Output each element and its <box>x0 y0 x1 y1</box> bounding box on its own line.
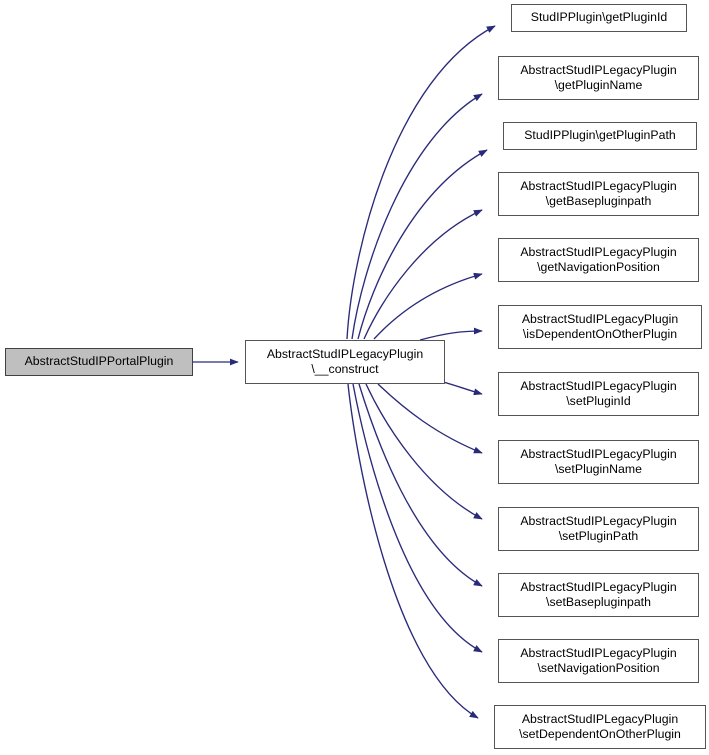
node-label-line: StudIPPlugin\getPluginPath <box>524 128 676 143</box>
node-label-line: AbstractStudIPLegacyPlugin <box>520 446 677 461</box>
node-setNavigationPosition[interactable]: AbstractStudIPLegacyPlugin\setNavigation… <box>498 639 699 683</box>
node-label-line: AbstractStudIPPortalPlugin <box>24 354 174 369</box>
node-getBasepluginpath[interactable]: AbstractStudIPLegacyPlugin\getBaseplugin… <box>498 172 699 216</box>
node-isDependentOnOtherPlugin[interactable]: AbstractStudIPLegacyPlugin\isDependentOn… <box>498 305 702 349</box>
node-label-line-2: \__construct <box>311 362 379 376</box>
edge-center-to-getBasepluginpath <box>363 209 483 340</box>
node-setPluginName[interactable]: AbstractStudIPLegacyPlugin\setPluginName <box>498 440 699 484</box>
node-label-line: AbstractStudIPLegacyPlugin <box>520 244 677 259</box>
node-label-line: StudIPPlugin\getPluginId <box>530 10 668 25</box>
edge-center-to-getNavigationPosition <box>373 272 483 340</box>
node-setPluginId[interactable]: AbstractStudIPLegacyPlugin\setPluginId <box>498 372 699 416</box>
node-label-line: AbstractStudIPLegacyPlugin <box>520 378 677 393</box>
node-label-line: AbstractStudIPLegacyPlugin <box>520 579 677 594</box>
node-label-line: \isDependentOnOtherPlugin <box>522 327 678 341</box>
edge-center-to-setNavigationPosition <box>352 383 483 653</box>
node-setBasepluginpath[interactable]: AbstractStudIPLegacyPlugin\setBaseplugin… <box>498 573 699 617</box>
edge-center-to-isDependentOnOtherPlugin <box>419 327 483 341</box>
node-label-line: \getNavigationPosition <box>537 260 660 274</box>
node-label-line-1: AbstractStudIPLegacyPlugin <box>266 346 424 361</box>
node-label-line: \getBasepluginpath <box>545 194 652 208</box>
edge-center-to-getPluginId <box>346 25 496 340</box>
node-getPluginId[interactable]: StudIPPlugin\getPluginId <box>511 4 687 32</box>
edge-center-to-setPluginName <box>377 383 483 454</box>
node-label-line: AbstractStudIPLegacyPlugin <box>520 178 677 193</box>
node-label-line: \setBasepluginpath <box>546 595 651 609</box>
node-getPluginName[interactable]: AbstractStudIPLegacyPlugin\getPluginName <box>498 56 699 100</box>
edge-center-to-getPluginPath <box>357 149 488 340</box>
node-label-line: AbstractStudIPLegacyPlugin <box>520 513 677 528</box>
node-label-line: \setDependentOnOtherPlugin <box>519 727 681 741</box>
node-label-line: \setNavigationPosition <box>537 661 660 675</box>
node-label-line: AbstractStudIPLegacyPlugin <box>521 311 679 326</box>
node-label-line: AbstractStudIPLegacyPlugin <box>520 62 677 77</box>
node-label-line: AbstractStudIPLegacyPlugin <box>521 711 679 726</box>
node-label-line: \getPluginName <box>554 78 643 92</box>
node-abstract-studip-legacy-plugin-construct[interactable]: AbstractStudIPLegacyPlugin \__construct <box>245 340 445 384</box>
edge-center-to-setPluginPath <box>365 383 483 520</box>
node-getNavigationPosition[interactable]: AbstractStudIPLegacyPlugin\getNavigation… <box>498 238 699 282</box>
node-setDependentOnOtherPlugin[interactable]: AbstractStudIPLegacyPlugin\setDependentO… <box>494 705 706 749</box>
node-getPluginPath[interactable]: StudIPPlugin\getPluginPath <box>503 122 697 150</box>
node-label-line: \setPluginPath <box>558 529 639 543</box>
node-abstract-studip-portal-plugin[interactable]: AbstractStudIPPortalPlugin <box>5 348 193 376</box>
edge-center-to-setDependentOnOtherPlugin <box>347 383 479 719</box>
node-setPluginPath[interactable]: AbstractStudIPLegacyPlugin\setPluginPath <box>498 507 699 551</box>
node-label-line: \setPluginName <box>554 462 643 476</box>
node-label-line: \setPluginId <box>566 394 631 408</box>
edge-center-to-getPluginName <box>351 93 483 340</box>
node-label-line: AbstractStudIPLegacyPlugin <box>520 645 677 660</box>
edge-center-to-setBasepluginpath <box>358 383 483 587</box>
